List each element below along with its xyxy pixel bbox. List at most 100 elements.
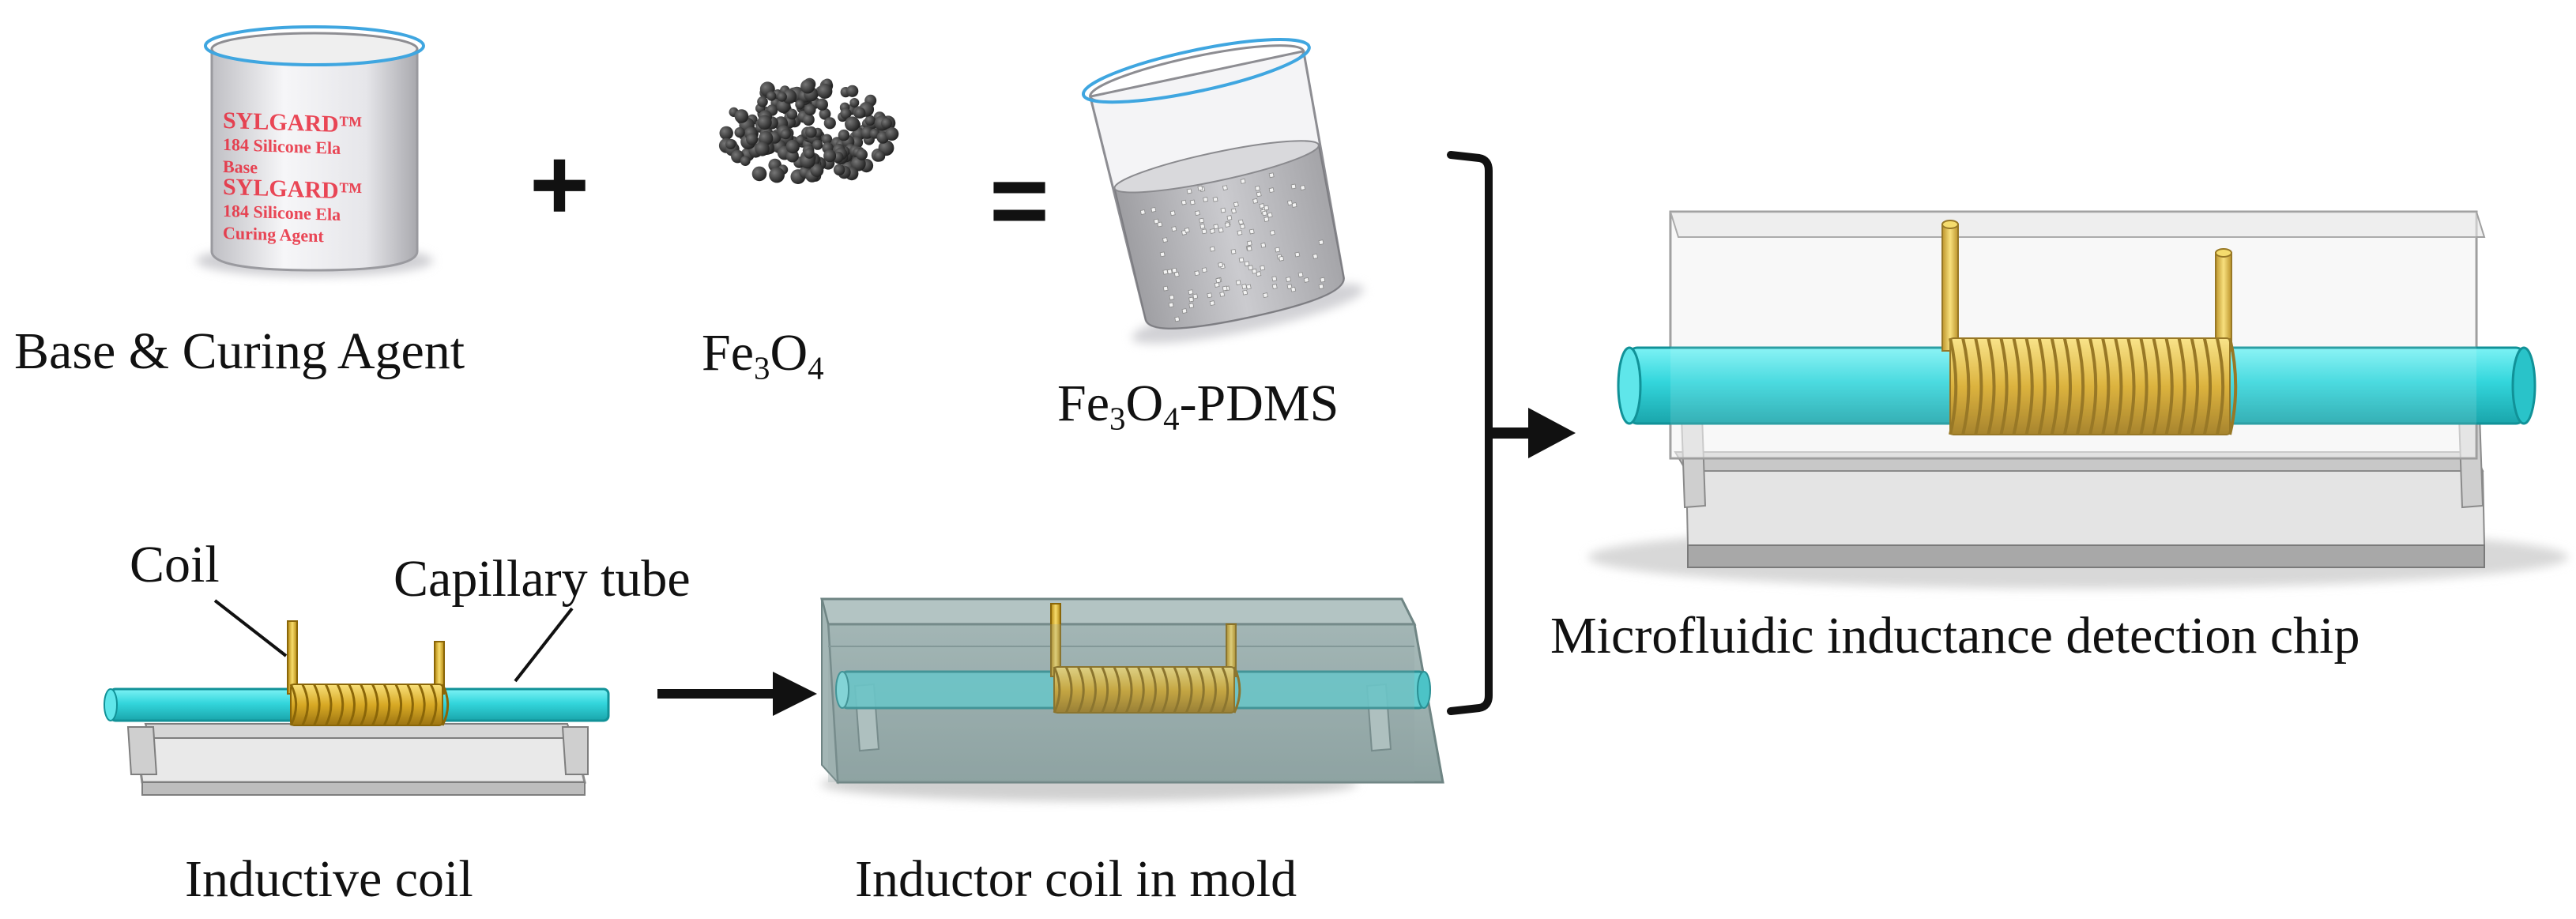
fe3o4-pdms-beaker [1081, 37, 1364, 344]
pdms-particle [1212, 196, 1218, 202]
particle [757, 115, 772, 130]
coil-turn [324, 684, 333, 726]
particle [780, 129, 791, 140]
pdms-particle [1203, 196, 1209, 202]
pdms-particle [1246, 240, 1252, 247]
particle [740, 156, 751, 167]
pdms-particle [1174, 316, 1181, 322]
pdms-particle [1199, 223, 1206, 229]
coil-turn [1987, 337, 1996, 435]
pdms-particle [1238, 257, 1245, 263]
pdms-particle [1195, 210, 1200, 217]
coil-turn [313, 684, 321, 726]
pdms-particle [1168, 302, 1174, 308]
pdms-particle [1237, 219, 1244, 225]
particle [815, 98, 828, 111]
particle [757, 96, 768, 107]
label-base-curing: Base & Curing Agent [14, 322, 465, 380]
coil-turn [348, 684, 356, 726]
pdms-particle [1173, 271, 1180, 277]
coil-turn [336, 684, 345, 726]
particle [805, 126, 817, 138]
pdms-particle [1312, 253, 1318, 259]
pdms-particle [1159, 251, 1166, 258]
particle [766, 91, 777, 101]
coil-turn [2075, 337, 2085, 435]
coil-turn [2101, 337, 2111, 435]
pdms-particle [1245, 284, 1252, 290]
pdms-particle [1222, 185, 1228, 191]
coil-turn [2062, 337, 2073, 435]
coil-turn [2190, 337, 2199, 435]
coil-turn [406, 684, 414, 726]
pdms-particle [1209, 246, 1215, 252]
pdms-particle [1188, 289, 1194, 296]
particle [800, 79, 815, 94]
beaker-print-line: 184 Silicone Ela [223, 201, 341, 224]
coil-turn [1184, 666, 1193, 714]
label-inductive-coil: Inductive coil [185, 850, 473, 908]
particle [817, 84, 833, 99]
pdms-particle [1194, 270, 1200, 277]
pdms-particle [1153, 218, 1159, 224]
particle [885, 127, 899, 141]
label-inductor-in-mold: Inductor coil in mold [855, 850, 1297, 908]
pdms-particle [1297, 272, 1304, 278]
pdms-particle [1256, 271, 1262, 277]
pdms-particle [1209, 228, 1215, 234]
pdms-particle [1162, 237, 1168, 243]
process-arrow [657, 672, 817, 716]
particle [734, 127, 745, 138]
pdms-particle [1169, 210, 1176, 217]
pdms-particle [1240, 224, 1245, 230]
pdms-particle [1151, 206, 1157, 213]
particle [719, 126, 733, 141]
coil-turn [1113, 666, 1121, 714]
coil-turn [2215, 337, 2225, 435]
coil-turn [1209, 666, 1217, 714]
mold-coil [1053, 666, 1241, 714]
inductive-coil-assembly [104, 599, 610, 796]
pdms-particle [1226, 215, 1233, 221]
coil-turn [1173, 666, 1181, 714]
particle [846, 85, 859, 97]
coil-turn [2088, 337, 2098, 435]
pdms-particle [1286, 277, 1291, 282]
pdms-particle [1291, 202, 1297, 208]
merge-bracket [1447, 151, 1493, 715]
label-fe3o4: Fe3O4 [702, 324, 824, 386]
pdms-particle [1181, 199, 1187, 205]
beaker-print-line: 184 Silicone Ela [223, 134, 341, 158]
pdms-particle [1294, 251, 1301, 258]
pdms-particle [1244, 261, 1250, 267]
pdms-particle [1271, 276, 1278, 282]
coil-turn [1064, 666, 1073, 714]
coil-turn [2050, 337, 2059, 435]
pdms-particle [1240, 178, 1246, 184]
particle [795, 100, 805, 110]
pdms-particle [1237, 230, 1243, 235]
coil-turn [394, 684, 403, 726]
particle [881, 118, 892, 129]
coil-turn [2202, 337, 2213, 435]
pdms-particle [1189, 199, 1196, 205]
pdms-particle [1162, 269, 1169, 275]
pdms-particle [1171, 226, 1177, 232]
pdms-particle [1271, 284, 1278, 290]
label-detection-chip: Microfluidic inductance detection chip [1550, 607, 2360, 665]
label-fe3o4-pdms: Fe3O4-PDMS [1057, 375, 1339, 437]
particle [821, 134, 833, 145]
fe3o4-particles [718, 77, 899, 185]
pdms-particle [1263, 292, 1268, 299]
pdms-particle [1188, 303, 1195, 309]
pdms-particle [1218, 227, 1224, 233]
pdms-particle [1201, 267, 1207, 273]
pdms-particle [1230, 208, 1237, 214]
pdms-particle [1242, 289, 1248, 296]
merge-arrow [1489, 408, 1576, 458]
coil-turn [1974, 337, 1983, 435]
pdms-particle [1279, 255, 1285, 262]
particle [838, 129, 850, 141]
pdms-particle [1320, 277, 1326, 283]
